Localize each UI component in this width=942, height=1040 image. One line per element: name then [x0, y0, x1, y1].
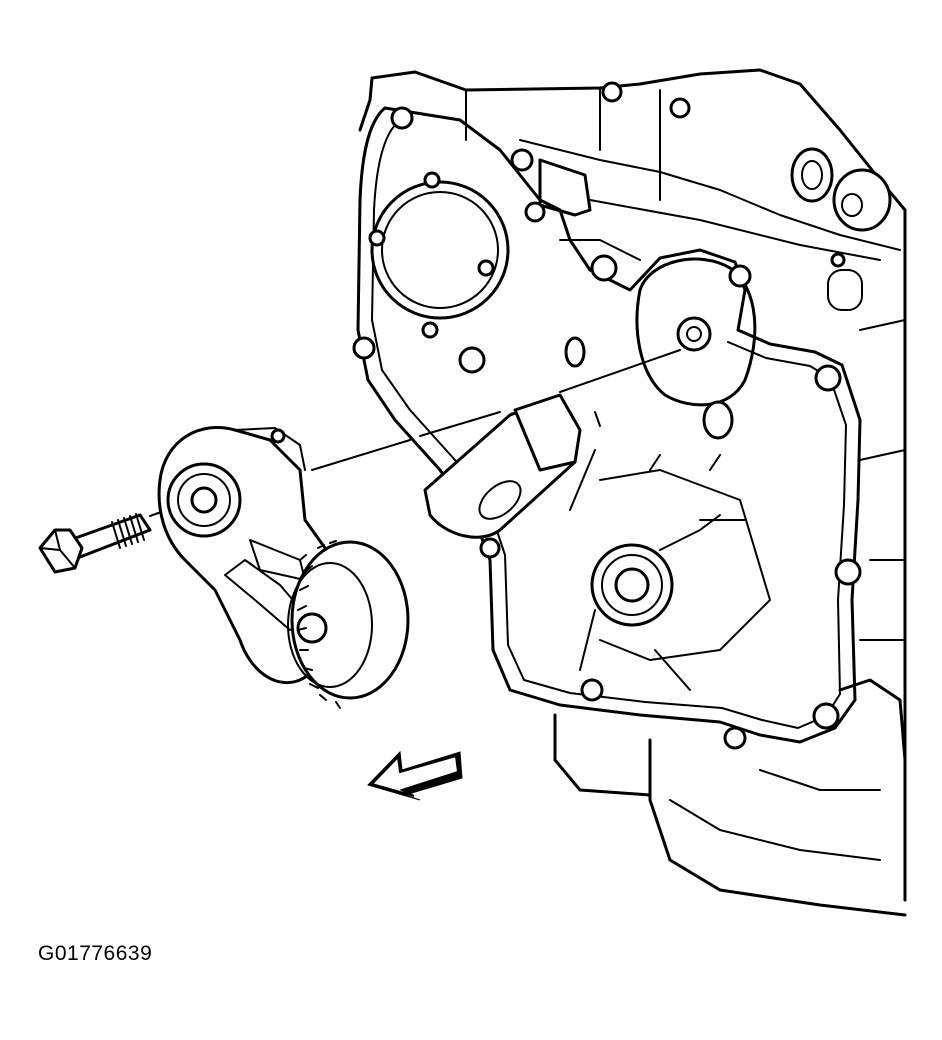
- figure-id-label: G01776639: [38, 942, 153, 965]
- drive-belt-tensioner: [157, 425, 410, 709]
- engine-block: [358, 68, 907, 917]
- idler-stud: [423, 393, 582, 539]
- front-direction-arrow: [367, 750, 463, 801]
- timing-cover: [352, 106, 862, 750]
- tensioner-bolt: [38, 513, 152, 574]
